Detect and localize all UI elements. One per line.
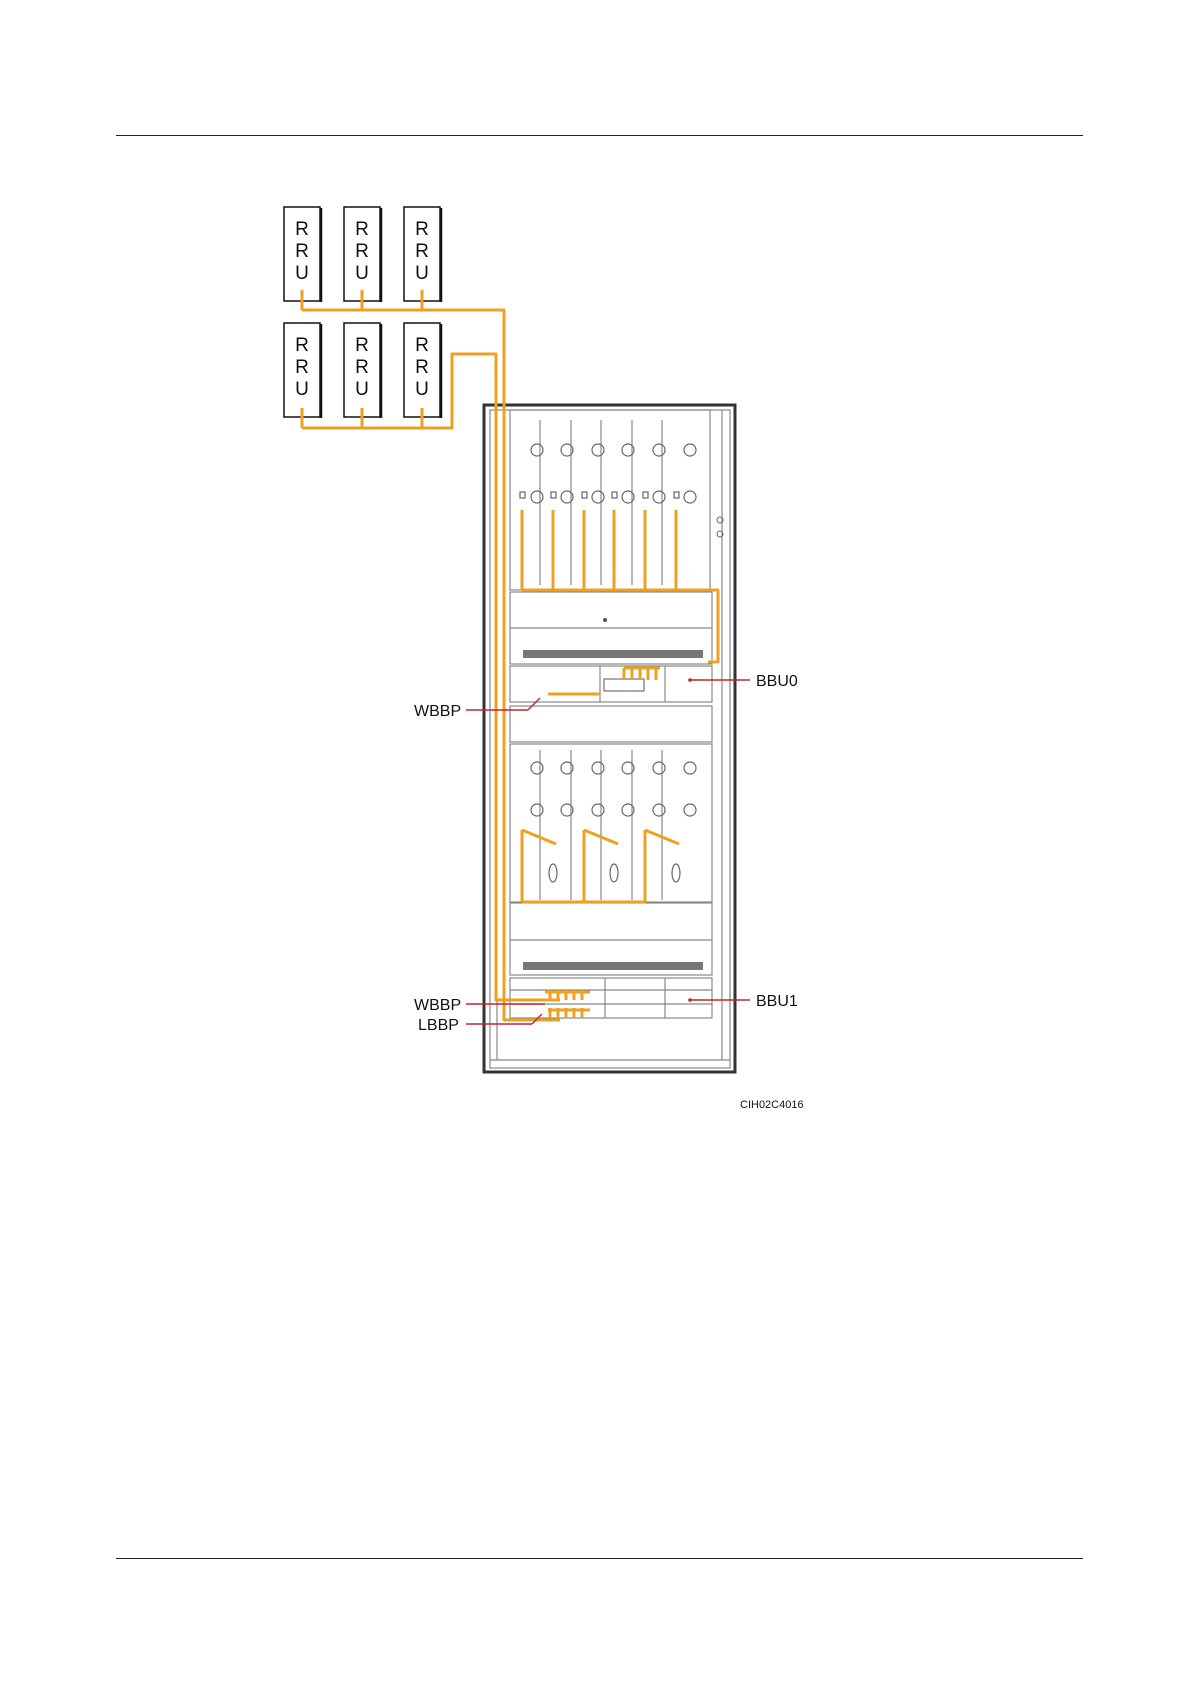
rru-letter-3: U xyxy=(355,379,369,400)
rru-letter-3: U xyxy=(415,263,429,284)
wbbp-lower-label: WBBP xyxy=(414,997,461,1014)
callout-lbbp: LBBP xyxy=(418,1014,542,1034)
rru-letter-2: R xyxy=(355,357,369,378)
rru-letter-1: R xyxy=(295,219,309,240)
rru-bottom-2: R R U xyxy=(344,323,381,418)
rru-letter-1: R xyxy=(415,219,429,240)
rru-top-3: R R U xyxy=(404,207,441,302)
rru-letter-2: R xyxy=(355,241,369,262)
rru-letter-2: R xyxy=(415,357,429,378)
figure-id: CIH02C4016 xyxy=(740,1099,804,1111)
rru-top-2: R R U xyxy=(344,207,381,302)
rru-top-1: R R U xyxy=(284,207,321,302)
rru-bottom-1: R R U xyxy=(284,323,321,418)
rru-letter-2: R xyxy=(295,241,309,262)
rru-letter-1: R xyxy=(355,219,369,240)
rru-letter-3: U xyxy=(295,263,309,284)
rru-letter-1: R xyxy=(295,335,309,356)
cabinet xyxy=(484,405,735,1072)
bbu0-label: BBU0 xyxy=(756,673,798,690)
upper-subrack xyxy=(510,410,710,590)
rru-letter-3: U xyxy=(415,379,429,400)
rru-letter-1: R xyxy=(415,335,429,356)
rru-letter-3: U xyxy=(295,379,309,400)
rru-letter-2: R xyxy=(295,357,309,378)
rru-letter-3: U xyxy=(355,263,369,284)
lbbp-label: LBBP xyxy=(418,1017,459,1034)
rru-bottom-3: R R U xyxy=(404,323,441,418)
middle-subrack xyxy=(510,706,712,902)
bbu1-label: BBU1 xyxy=(756,993,798,1010)
callout-bbu1: BBU1 xyxy=(688,993,798,1010)
bbu0-unit xyxy=(510,592,712,702)
callout-wbbp-upper: WBBP xyxy=(414,698,540,720)
wbbp-upper-label: WBBP xyxy=(414,703,461,720)
rru-letter-2: R xyxy=(415,241,429,262)
rru-letter-1: R xyxy=(355,335,369,356)
callout-bbu0: BBU0 xyxy=(688,673,798,690)
